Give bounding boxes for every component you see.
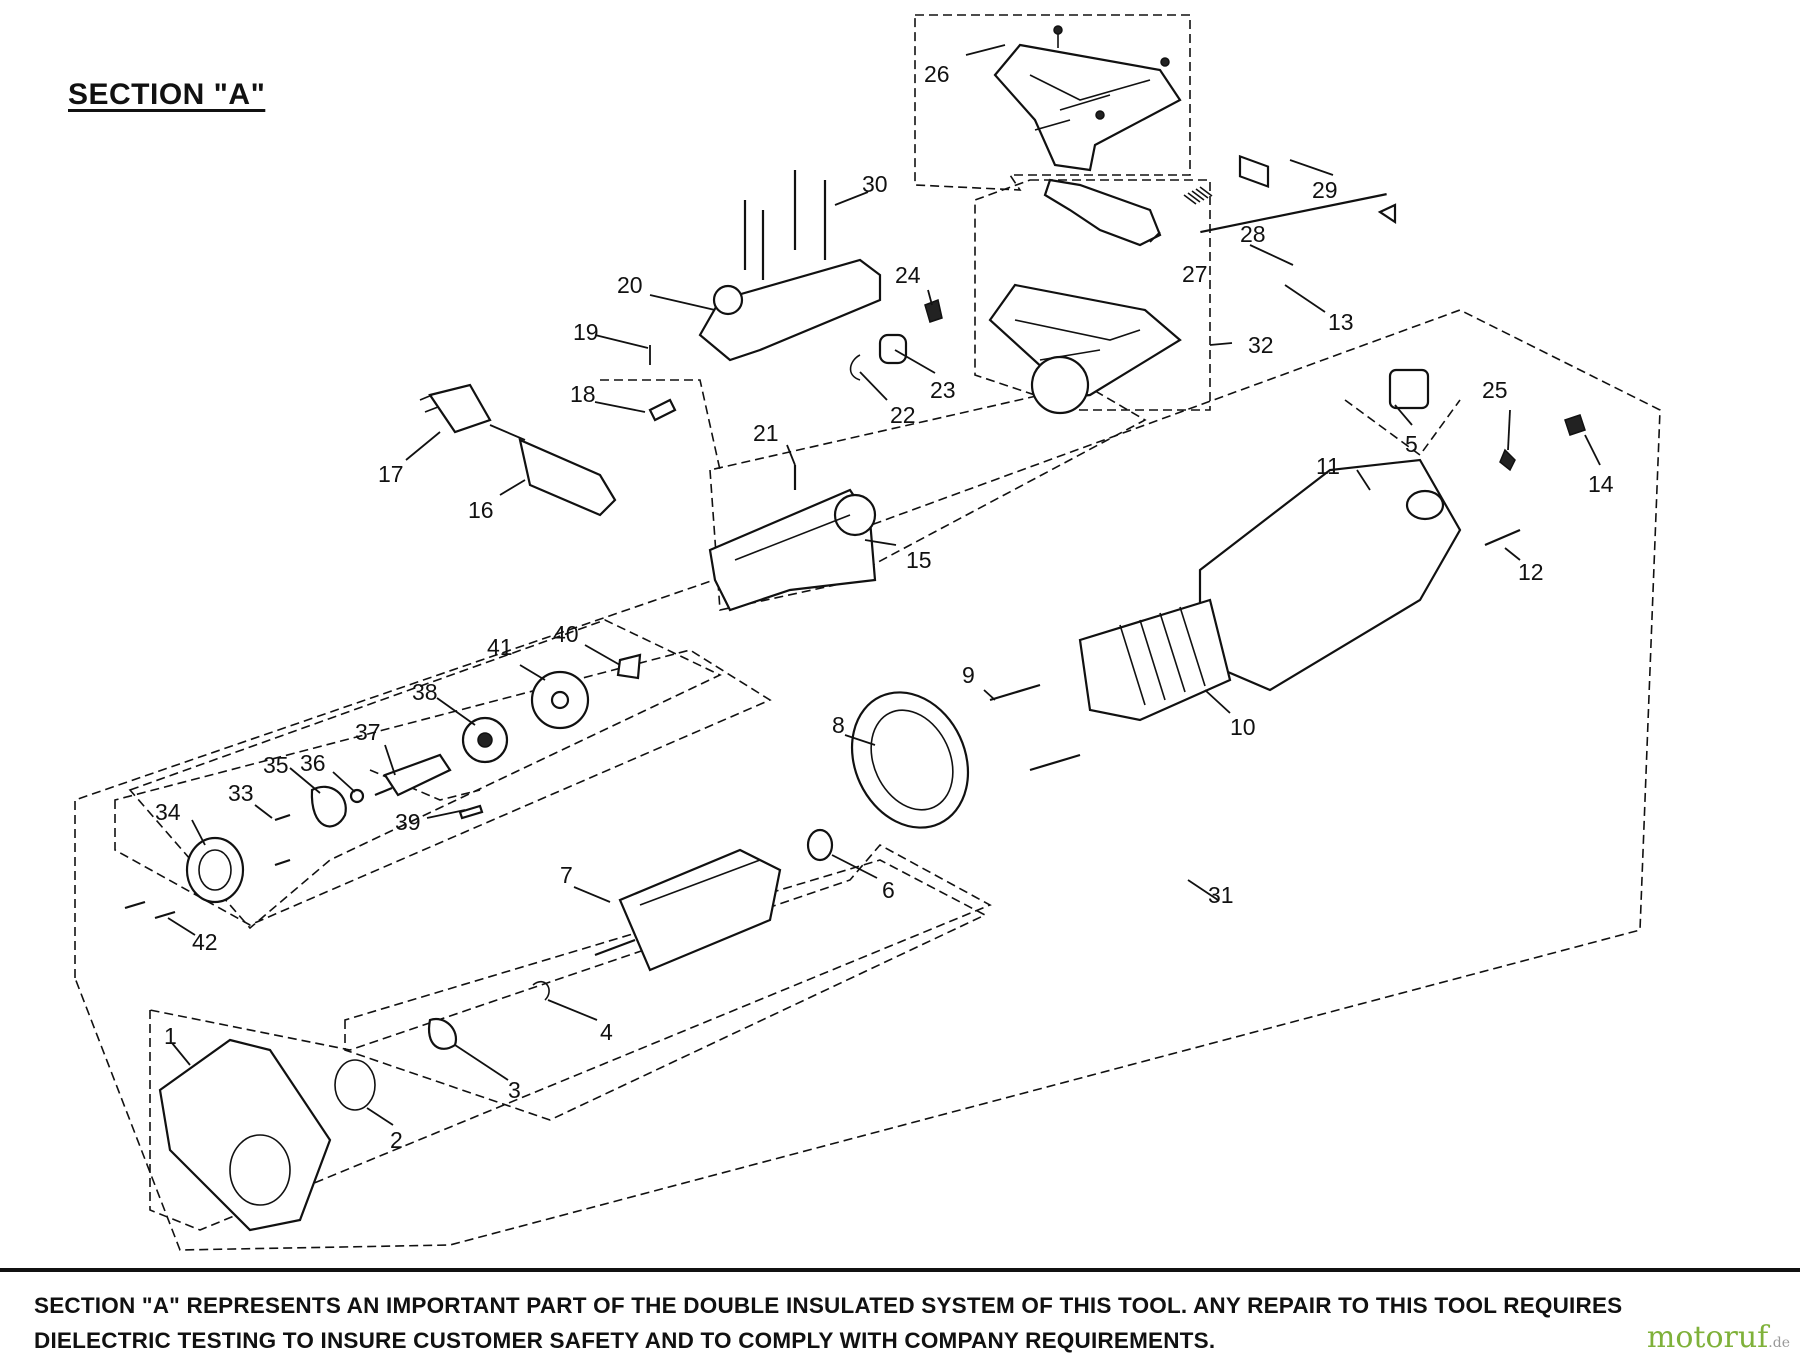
guide-5-25 [1344, 399, 1461, 457]
callout-25: 25 [1482, 377, 1508, 403]
callout-27: 27 [1182, 261, 1208, 287]
part-26-shape [993, 43, 1182, 172]
footer-divider [0, 1268, 1800, 1272]
part-37-shape [383, 753, 452, 797]
watermark-logo: motoruf.de [1647, 1320, 1790, 1355]
callout-21: 21 [753, 420, 779, 446]
callout-leaders [167, 159, 1601, 1126]
boundary-33-42-inner [128, 619, 722, 930]
callout-34: 34 [155, 799, 181, 825]
part-8-shape [850, 691, 970, 829]
callout-3: 3 [508, 1077, 521, 1103]
boundary-31-main [74, 309, 1661, 1251]
section-title: SECTION "A" [68, 78, 266, 111]
part-16-shape [518, 438, 617, 517]
part-7-shape [618, 848, 782, 972]
callout-7: 7 [560, 862, 573, 888]
part-1-shape [158, 1038, 332, 1232]
callout-24: 24 [895, 262, 921, 288]
callout-26: 26 [924, 61, 950, 87]
exploded-parts-diagram: .part { fill: #ffffff; stroke: #111; str… [74, 14, 1661, 1251]
assembly-boundaries [74, 14, 1661, 1251]
part-10-shape [1078, 598, 1232, 722]
callout-39: 39 [395, 809, 421, 835]
callout-32: 32 [1248, 332, 1274, 358]
callout-2: 2 [390, 1127, 403, 1153]
callout-40: 40 [553, 621, 579, 647]
callout-33: 33 [228, 780, 254, 806]
callout-16: 16 [468, 497, 494, 523]
callout-6: 6 [882, 877, 895, 903]
part-17-shape [428, 383, 492, 434]
callout-31: 31 [1208, 882, 1234, 908]
callout-23: 23 [930, 377, 956, 403]
callout-labels: 1 2 3 4 5 6 7 8 9 10 11 12 13 14 15 16 1… [155, 61, 1614, 1153]
boundary-1-7 [149, 843, 992, 1231]
callout-20: 20 [617, 272, 643, 298]
boundary-32 [974, 179, 1211, 411]
watermark-tld: .de [1768, 1335, 1790, 1351]
boundary-26 [914, 14, 1191, 191]
callout-5: 5 [1405, 431, 1418, 457]
callout-14: 14 [1588, 471, 1614, 497]
callout-22: 22 [890, 402, 916, 428]
part-27-shape [1043, 178, 1162, 247]
safety-note: SECTION "A" REPRESENTS AN IMPORTANT PART… [34, 1293, 1623, 1353]
callout-15: 15 [906, 547, 932, 573]
callout-18: 18 [570, 381, 596, 407]
callout-29: 29 [1312, 177, 1338, 203]
guide-36-39 [369, 769, 481, 801]
guide-16-17 [600, 379, 721, 471]
part-shapes [124, 25, 1586, 1232]
callout-9: 9 [962, 662, 975, 688]
callout-28: 28 [1240, 221, 1266, 247]
callout-36: 36 [300, 750, 326, 776]
boundary-3-4 [344, 859, 987, 1121]
callout-1: 1 [164, 1023, 177, 1049]
part-20-shape [698, 258, 882, 362]
callout-8: 8 [832, 712, 845, 738]
callout-37: 37 [355, 719, 381, 745]
part-2-shape [334, 1059, 376, 1111]
callout-4: 4 [600, 1019, 613, 1045]
callout-11: 11 [1316, 453, 1340, 479]
callout-30: 30 [862, 171, 888, 197]
part-34-shape [185, 836, 245, 904]
callout-42: 42 [192, 929, 218, 955]
callout-38: 38 [412, 679, 438, 705]
callout-10: 10 [1230, 714, 1256, 740]
callout-35: 35 [263, 752, 289, 778]
callout-41: 41 [487, 634, 513, 660]
watermark-name: motoruf [1646, 1320, 1769, 1355]
callout-13: 13 [1328, 309, 1354, 335]
callout-12: 12 [1518, 559, 1544, 585]
callout-19: 19 [573, 319, 599, 345]
callout-17: 17 [378, 461, 404, 487]
